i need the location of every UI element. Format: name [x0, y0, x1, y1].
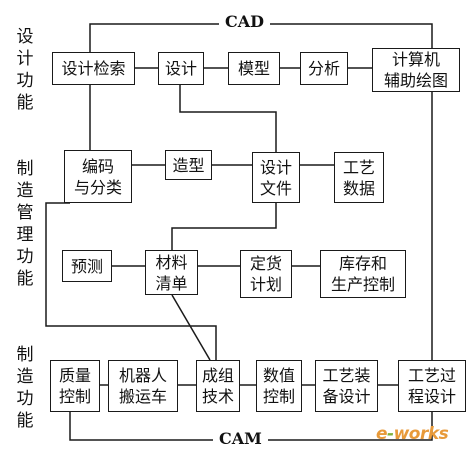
watermark-logo: e-works	[376, 424, 449, 444]
cad-label: CAD	[219, 12, 271, 31]
box-numerical-control: 数值 控制	[256, 360, 302, 412]
box-order-plan: 定货 计划	[240, 250, 292, 298]
section-label-manufacturing-management: 制造管理功能	[16, 159, 34, 289]
box-inventory-production-control: 库存和 生产控制	[320, 250, 406, 298]
box-analysis: 分析	[300, 52, 348, 85]
box-process-data: 工艺 数据	[334, 152, 384, 203]
box-quality-control: 质量 控制	[50, 360, 100, 412]
box-modeling: 造型	[165, 150, 212, 180]
box-fixture-design: 工艺装 备设计	[315, 360, 378, 412]
box-process-planning: 工艺过 程设计	[398, 360, 466, 412]
box-design-search: 设计检索	[52, 52, 135, 85]
box-model: 模型	[228, 52, 280, 85]
box-robot-carrier: 机器人 搬运车	[108, 360, 178, 412]
cam-label: CAM	[213, 429, 268, 448]
box-design: 设计	[158, 52, 204, 85]
box-material-list: 材料 清单	[145, 250, 198, 295]
box-design-file: 设计 文件	[252, 152, 300, 203]
section-label-design: 设计功能	[16, 27, 34, 113]
box-group-technology: 成组 技术	[196, 360, 240, 412]
box-forecast: 预测	[62, 250, 112, 282]
section-label-manufacturing: 制造功能	[16, 345, 34, 431]
box-coding-classification: 编码 与分类	[64, 150, 132, 203]
box-computer-aided-drawing: 计算机 辅助绘图	[372, 48, 460, 92]
